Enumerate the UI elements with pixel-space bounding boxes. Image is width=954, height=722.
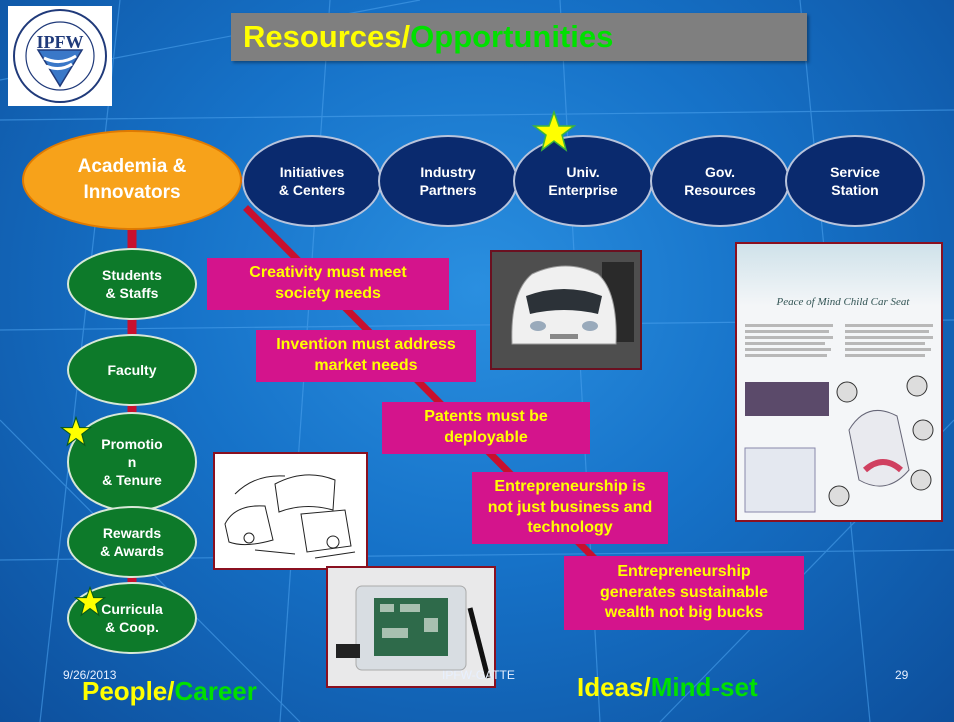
- idea-box-entrepreneurship-2: Entrepreneurship generates sustainable w…: [564, 556, 804, 630]
- resource-oval-government: Gov. Resources: [650, 135, 790, 227]
- people-label-part1: People/: [82, 676, 175, 706]
- ideas-mindset-label: Ideas/Mind-set: [577, 672, 758, 703]
- university-seal-logo: IPFW: [8, 6, 112, 106]
- star-icon: [60, 416, 92, 447]
- resource-oval-initiatives: Initiatives & Centers: [242, 135, 382, 227]
- title-part2: Opportunities: [410, 19, 614, 54]
- logo-text: IPFW: [36, 32, 84, 52]
- idea-box-invention: Invention must address market needs: [256, 330, 476, 382]
- ideas-label-part2: Mind-set: [650, 672, 758, 702]
- star-icon: [74, 586, 106, 617]
- idea-box-creativity: Creativity must meet society needs: [207, 258, 449, 310]
- people-oval-curricula: Curricula & Coop.: [67, 582, 197, 654]
- title-part1: Resources/: [243, 19, 411, 54]
- car-parts-sketch: [213, 452, 368, 570]
- resource-oval-university-enterprise: Univ. Enterprise: [513, 135, 653, 227]
- people-oval-rewards: Rewards & Awards: [67, 506, 197, 578]
- people-label-part2: Career: [174, 676, 257, 706]
- page-title: Resources/Opportunities: [231, 13, 807, 61]
- circuit-box-photo: [326, 566, 496, 688]
- star-icon: [532, 110, 576, 152]
- car-photo: [490, 250, 642, 370]
- footer-center: IPFW-GATTE: [442, 668, 515, 682]
- car-seat-poster: Peace of Mind Child Car Seat: [735, 242, 943, 522]
- footer-page-number: 29: [895, 668, 909, 682]
- people-career-label: People/Career: [82, 676, 257, 707]
- ideas-label-part1: Ideas/: [577, 672, 651, 702]
- idea-box-patents: Patents must be deployable: [382, 402, 590, 454]
- people-oval-students: Students & Staffs: [67, 248, 197, 320]
- resource-oval-industry: Industry Partners: [378, 135, 518, 227]
- resource-oval-service-station: Service Station: [785, 135, 925, 227]
- people-oval-faculty: Faculty: [67, 334, 197, 406]
- idea-box-entrepreneurship-1: Entrepreneurship is not just business an…: [472, 472, 668, 544]
- footer-date: 9/26/2013: [63, 668, 117, 682]
- hub-oval-academia: Academia & Innovators: [22, 130, 242, 230]
- poster-title: Peace of Mind Child Car Seat: [776, 296, 910, 308]
